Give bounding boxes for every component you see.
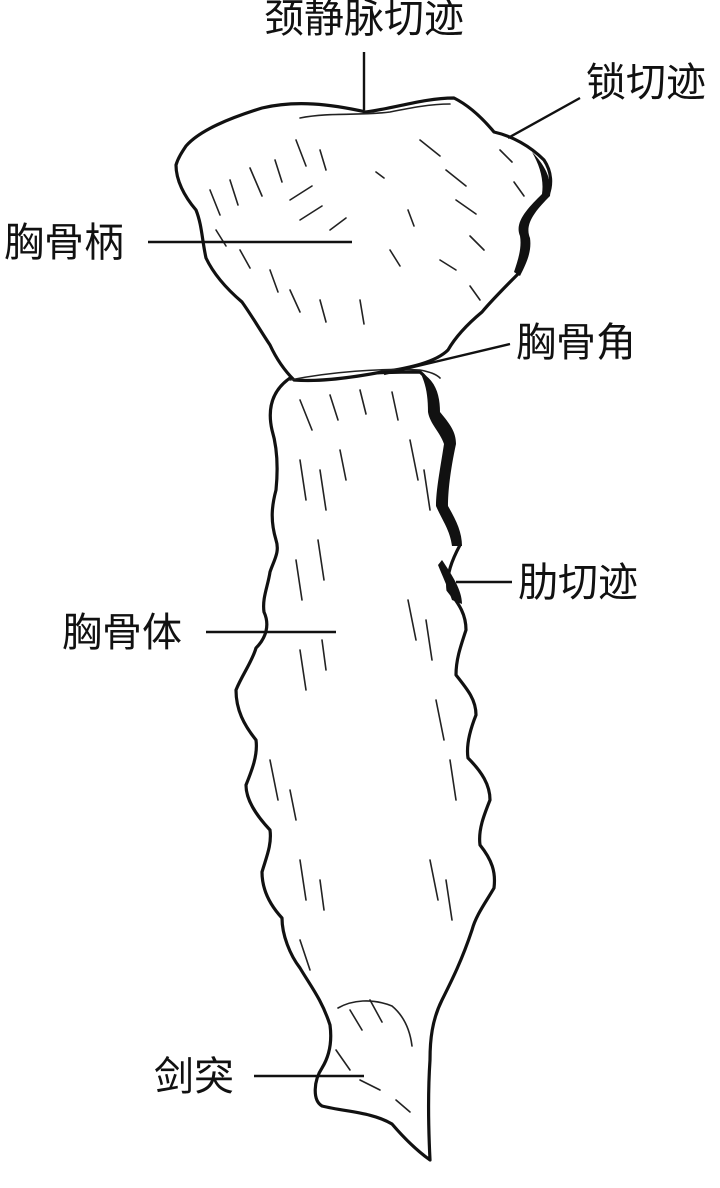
xiphoid-inner-contour xyxy=(337,1000,413,1047)
jugular-notch-edge xyxy=(299,103,451,119)
body-hatching xyxy=(269,389,457,1113)
leader-sternal-angle xyxy=(383,342,511,376)
leader-clavicular-notch xyxy=(507,96,581,140)
label-manubrium: 胸骨柄 xyxy=(4,220,124,266)
manubrium-hatching xyxy=(209,139,525,325)
sternal-body-outline xyxy=(234,370,497,1162)
label-xiphoid: 剑突 xyxy=(154,1054,234,1100)
manubrium-right-shading xyxy=(514,152,551,276)
manubrium-outline xyxy=(174,96,553,383)
label-costal-notch: 肋切迹 xyxy=(518,560,638,606)
label-sternal-angle: 胸骨角 xyxy=(516,320,636,366)
label-clavicular-notch: 锁切迹 xyxy=(586,60,706,106)
sternal-angle-joint xyxy=(289,368,441,381)
label-jugular-notch: 颈静脉切迹 xyxy=(264,0,464,42)
right-edge-shading xyxy=(420,372,462,546)
lower-right-shading xyxy=(438,560,462,604)
label-body: 胸骨体 xyxy=(62,610,182,656)
